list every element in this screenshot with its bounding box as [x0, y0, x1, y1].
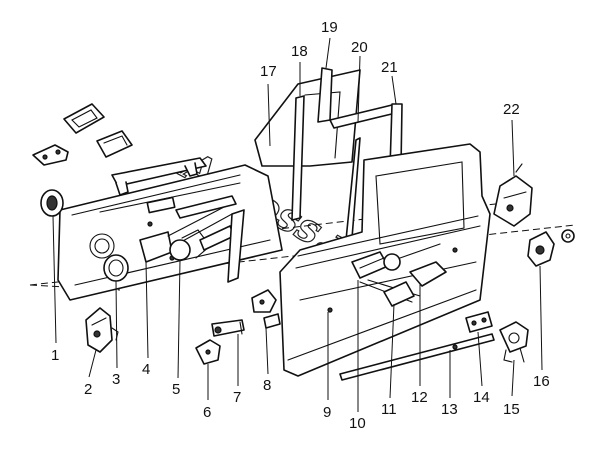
part-2-lock-cylinder: [85, 307, 119, 353]
part-17-door-glass: [254, 69, 361, 167]
callout-19: 19: [321, 19, 338, 36]
part-14-striker: [465, 311, 493, 333]
pull-cup: [96, 130, 133, 158]
part-7-door-check: [211, 319, 245, 337]
part-16-outer-handle: [527, 229, 575, 267]
armrest-handle: [111, 157, 207, 196]
callout-8: 8: [263, 377, 271, 394]
callout-3: 3: [112, 371, 120, 388]
callout-10: 10: [349, 415, 366, 432]
callout-4: 4: [142, 361, 150, 378]
part-3-knob: [103, 254, 129, 282]
part-18-vent-channel: [227, 95, 305, 283]
callout-16: 16: [533, 373, 550, 390]
part-12-latch-bracket: [399, 243, 447, 287]
part-13-molding-strip: [339, 333, 495, 381]
callout-2: 2: [84, 381, 92, 398]
part-22-door-latch: [493, 163, 533, 227]
callout-11: 11: [381, 401, 397, 418]
part-4-window-regulator: [139, 195, 237, 263]
part-5-regulator-gear: [169, 225, 235, 261]
part-15-key-cylinder: [499, 321, 529, 363]
callout-7: 7: [233, 389, 241, 406]
callout-9: 9: [323, 404, 331, 421]
part-8-hinge: [251, 289, 281, 329]
callout-15: 15: [503, 401, 520, 418]
part-1-escutcheon: [40, 189, 64, 217]
callout-5: 5: [172, 381, 180, 398]
callout-1: 1: [51, 347, 59, 364]
inner-door-trim-panel: [57, 164, 283, 301]
part-10-inner-handle: [351, 251, 401, 279]
callout-22: 22: [503, 101, 520, 118]
callout-20: 20: [351, 39, 368, 56]
small-bracket-top-left: [32, 144, 69, 166]
part-19-glass-run-front: [317, 67, 333, 123]
part-6-hinge: [195, 339, 221, 365]
callout-14: 14: [473, 389, 490, 406]
bezel-frame: [63, 103, 105, 134]
callout-13: 13: [441, 401, 458, 418]
callout-21: 21: [381, 59, 398, 76]
callout-12: 12: [411, 389, 428, 406]
leader-lines: [52, 37, 543, 412]
callout-18: 18: [291, 43, 308, 60]
callout-numbers: 1 2 3 4 5 6 7 8 9 10 11 12 13 14 15 16 1…: [51, 19, 550, 432]
callout-6: 6: [203, 404, 211, 421]
callout-17: 17: [260, 63, 277, 80]
part-11-remote-rod: [359, 279, 421, 307]
